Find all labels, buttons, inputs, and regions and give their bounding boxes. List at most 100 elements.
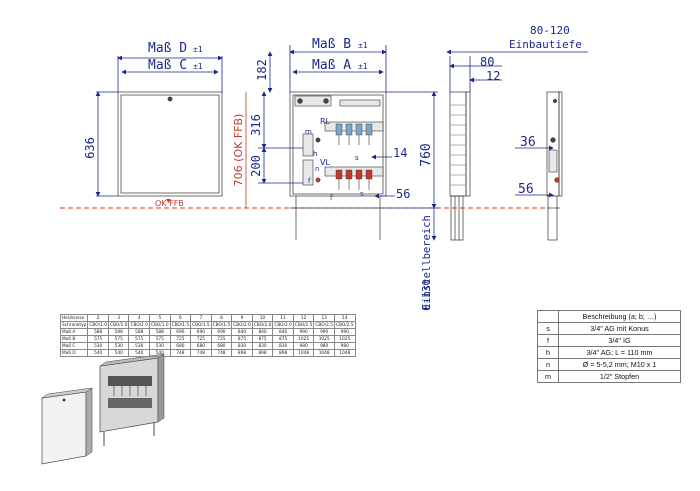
dim-mass-d-tolerance: ±1 [193,45,203,54]
spec-cell: 690 [190,328,212,336]
spec-cell: 680 [210,342,233,350]
spec-cell: 840 [251,328,274,336]
spec-cell: 12 [292,314,315,322]
spec-cell: 13 [313,314,335,322]
front-view-manifold-box [289,91,387,240]
spec-cell: 680 [169,342,192,350]
spec-cell: CBO/1.0 [128,321,151,329]
legend-row: f 3/4" IG [537,334,681,347]
legend-key: n [537,358,559,371]
spec-row-label: Maß B [59,335,89,343]
legend-row: s 3/4" AG mit Konus [537,322,681,335]
spec-cell: 875 [251,335,274,343]
dim-200: 200 [249,155,263,177]
spec-cell: 980 [333,342,356,350]
lock-icon [167,96,173,102]
spec-cell: 1048 [292,349,315,357]
spec-cell: 7 [190,314,212,322]
spec-cell: 725 [169,335,192,343]
spec-cell: 530 [149,342,171,350]
spec-cell: 875 [231,335,253,343]
legend-key: m [537,370,559,383]
spec-cell: CBO/2.0 [231,321,253,329]
spec-cell: 725 [210,335,233,343]
spec-cell: 690 [169,328,192,336]
label-rl: RL [320,117,331,126]
spec-cell: 898 [272,349,294,357]
spec-cell: 680 [190,342,212,350]
spec-cell: 2 [87,314,109,322]
label-h: h [313,150,317,158]
dim-adjust-label: Einstellbereich [421,215,433,310]
spec-cell: 11 [272,314,294,322]
spec-cell: 4 [128,314,151,322]
spec-cell: 530 [128,342,151,350]
spec-cell: 840 [231,328,253,336]
spec-cell: 990 [292,328,315,336]
legend-header-row: Beschreibung (a; b; …) [537,310,681,323]
legend-key: s [537,322,559,335]
spec-cell: 980 [292,342,315,350]
spec-cell: 898 [231,349,253,357]
spec-cell: 748 [210,349,233,357]
legend-row: n Ø = 5-5,2 mm; M10 x 1 [537,358,681,371]
spec-cell: 725 [190,335,212,343]
dim-182: 182 [255,59,269,81]
spec-cell: 588 [128,328,151,336]
dim-mass-c: Maß C [148,58,187,73]
dim-mass-b-tolerance: ±1 [358,41,368,50]
dim-56-side: 56 [518,182,534,197]
legend-text: 3/4" AG mit Konus [558,322,681,335]
dim-height-636: 636 [83,137,97,159]
label-vl: VL [320,158,330,167]
isometric-illustration [41,353,165,465]
dim-mass-b: Maß B [312,37,351,52]
legend-text: Ø = 5-5,2 mm; M10 x 1 [558,358,681,371]
legend-text: 3/4" AG; L = 110 mm [558,346,681,359]
spec-cell: 8 [210,314,233,322]
spec-cell: 540 [149,349,171,357]
dim-mass-a-tolerance: ±1 [358,62,368,71]
spec-cell: 575 [107,335,130,343]
spec-cell: 830 [272,342,294,350]
spec-cell: 540 [87,349,109,357]
spec-cell: 575 [128,335,151,343]
legend-text: 1/2" Stopfen [558,370,681,383]
spec-cell: 588 [149,328,171,336]
dim-adjust-range: 0-130 [421,279,433,311]
spec-cell: 1025 [313,335,335,343]
spec-cell: CBO/2.0 [251,321,274,329]
spec-cell: 588 [87,328,109,336]
spec-cell: CBO/2.0 [272,321,294,329]
spec-cell: CBO/1.5 [210,321,233,329]
spec-cell: 990 [313,328,335,336]
spec-cell: 530 [107,342,130,350]
spec-row-label: Schranktyp [59,321,89,329]
legend-row: m 1/2" Stopfen [537,370,681,383]
floor-marker-icon [166,199,171,203]
spec-cell: 10 [251,314,274,322]
label-s-lower: s [360,190,364,198]
dim-56-front: 56 [396,187,410,201]
dim-height-706: 706 (OK FFB) [232,114,245,187]
dim-mass-c-tolerance: ±1 [193,62,203,71]
spec-cell: 875 [272,335,294,343]
spec-cell: 3 [107,314,130,322]
spec-cell: CBO/1.5 [190,321,212,329]
spec-row-label: Maß A [59,328,89,336]
legend-table: Beschreibung (a; b; …) s 3/4" AG mit Kon… [537,310,681,383]
side-view-box [449,91,471,241]
spec-cell: CBO/2.5 [292,321,315,329]
spec-cell: 540 [107,349,130,357]
legend-row: h 3/4" AG; L = 110 mm [537,346,681,359]
dim-mass-a: Maß A [312,58,351,73]
spec-cell: 575 [149,335,171,343]
spec-cell: 748 [169,349,192,357]
